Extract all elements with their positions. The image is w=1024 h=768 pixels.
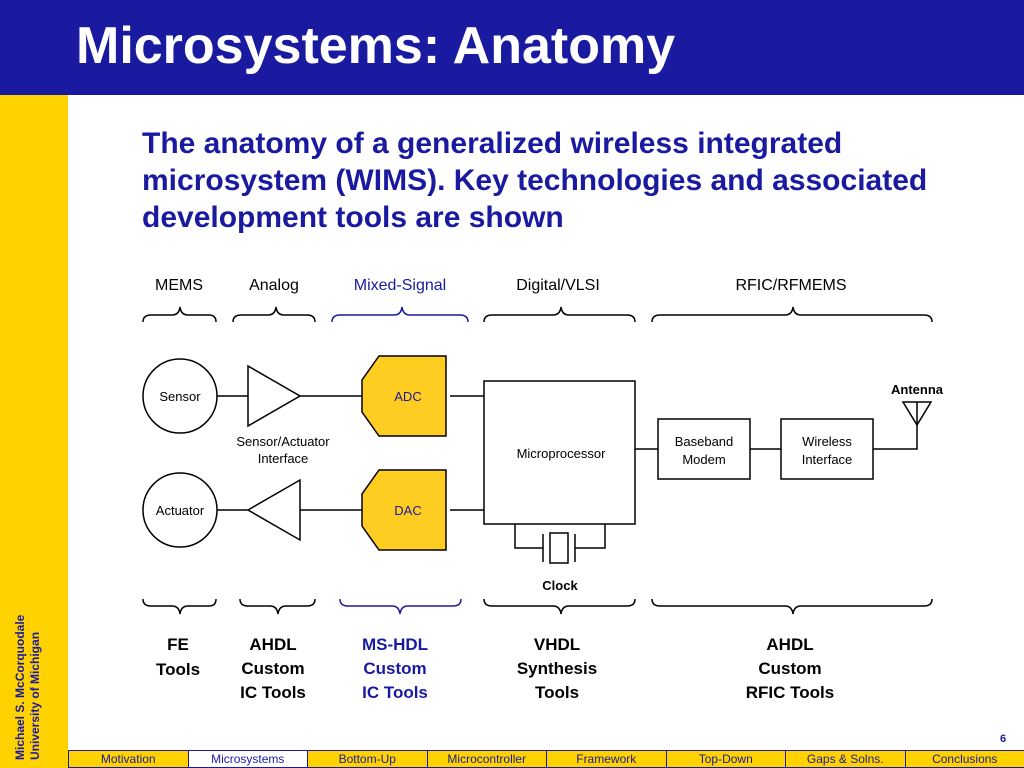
title-bar: Microsystems: Anatomy <box>0 0 1024 95</box>
baseband-modem-block <box>657 418 751 480</box>
wire-clock-left <box>514 524 543 549</box>
nav-tab-motivation[interactable]: Motivation <box>68 750 189 768</box>
category-analog: Analog <box>249 277 299 294</box>
brace-top-mixed-signal <box>331 306 469 323</box>
tools-mixed-line3: IC Tools <box>362 683 428 702</box>
category-digital-vlsi: Digital/VLSI <box>516 277 600 294</box>
category-rfic-rfmems: RFIC/RFMEMS <box>735 277 846 294</box>
tools-mems-line1: FE <box>167 635 189 654</box>
adc-block <box>361 355 447 437</box>
tools-analog-line2: Custom <box>241 659 304 678</box>
tools-digital-line1: VHDL <box>534 635 580 654</box>
driver-amplifier-icon <box>246 478 301 542</box>
brace-top-digital <box>483 306 636 323</box>
tools-analog-line1: AHDL <box>249 635 296 654</box>
category-mems: MEMS <box>155 277 203 294</box>
wireless-label-line2: Interface <box>802 452 853 467</box>
sensor-circle <box>142 358 218 434</box>
baseband-label-line2: Modem <box>682 452 725 467</box>
nav-tab-bottom-up[interactable]: Bottom-Up <box>307 750 428 768</box>
nav-tab-gaps-solns[interactable]: Gaps & Solns. <box>785 750 906 768</box>
adc-label: ADC <box>394 389 421 404</box>
amplifier-icon <box>247 364 302 428</box>
antenna-label: Antenna <box>891 382 944 397</box>
interface-label-line1: Sensor/Actuator <box>236 434 330 449</box>
dac-block <box>361 469 447 551</box>
microprocessor-block <box>483 380 636 525</box>
nav-tab-microcontroller[interactable]: Microcontroller <box>426 750 547 768</box>
tools-digital-line3: Tools <box>535 683 579 702</box>
wireless-interface-block <box>780 418 874 480</box>
nav-tab-top-down[interactable]: Top-Down <box>665 750 786 768</box>
brace-bottom-mixed-signal <box>339 598 462 615</box>
brace-top-analog <box>232 306 316 323</box>
section-nav: Motivation Microsystems Bottom-Up Microc… <box>68 750 1024 768</box>
brace-bottom-digital <box>483 598 636 615</box>
tools-mixed-line1: MS-HDL <box>362 635 428 654</box>
tools-digital-line2: Synthesis <box>517 659 597 678</box>
interface-label-line2: Interface <box>258 451 309 466</box>
brace-bottom-mems <box>142 598 217 615</box>
dac-label: DAC <box>394 503 421 518</box>
slide-subtitle: The anatomy of a generalized wireless in… <box>142 127 928 234</box>
tools-analog-line3: IC Tools <box>240 683 306 702</box>
category-mixed-signal: Mixed-Signal <box>354 277 446 294</box>
side-bar <box>0 95 68 768</box>
brace-top-rfic <box>651 306 933 323</box>
wire-clock-right <box>575 524 606 549</box>
microprocessor-label: Microprocessor <box>517 446 607 461</box>
actuator-circle <box>142 472 218 548</box>
wire-wireless-antenna <box>873 425 918 450</box>
baseband-label-line1: Baseband <box>675 434 734 449</box>
nav-tab-conclusions[interactable]: Conclusions <box>904 750 1024 768</box>
brace-bottom-analog <box>239 598 316 615</box>
actuator-label: Actuator <box>156 503 205 518</box>
tools-rfic-line3: RFIC Tools <box>746 683 834 702</box>
tools-rfic-line2: Custom <box>758 659 821 678</box>
nav-tab-framework[interactable]: Framework <box>546 750 667 768</box>
wireless-label-line1: Wireless <box>802 434 852 449</box>
slide-title: Microsystems: Anatomy <box>76 17 676 75</box>
brace-bottom-rfic <box>651 598 933 615</box>
sensor-label: Sensor <box>159 389 201 404</box>
crystal-icon <box>542 532 576 564</box>
nav-tab-microsystems[interactable]: Microsystems <box>187 750 308 768</box>
tools-rfic-line1: AHDL <box>766 635 813 654</box>
tools-mems-line2: Tools <box>156 660 200 679</box>
brace-top-mems <box>142 306 217 323</box>
page-number: 6 <box>1000 733 1007 745</box>
tools-mixed-line2: Custom <box>363 659 426 678</box>
clock-label: Clock <box>542 578 578 593</box>
